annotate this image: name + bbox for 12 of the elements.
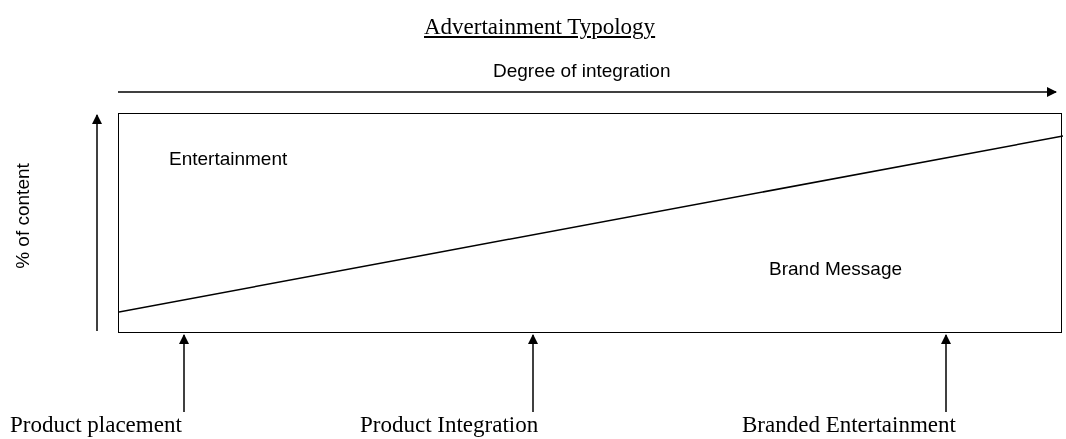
axis-label: Degree of integration: [493, 60, 671, 82]
category-label: Product placement: [10, 412, 182, 438]
content-box: [118, 113, 1062, 333]
region-label: Brand Message: [769, 258, 903, 280]
arrow: [528, 334, 538, 413]
category-label: Product Integration: [360, 412, 539, 438]
region-label: Entertainment: [169, 148, 288, 170]
category-label: Branded Entertainment: [742, 412, 956, 438]
axis-label: % of content: [11, 163, 34, 269]
diagram-title: Advertainment Typology: [424, 14, 656, 40]
arrow: [941, 334, 951, 413]
arrow: [179, 334, 189, 413]
